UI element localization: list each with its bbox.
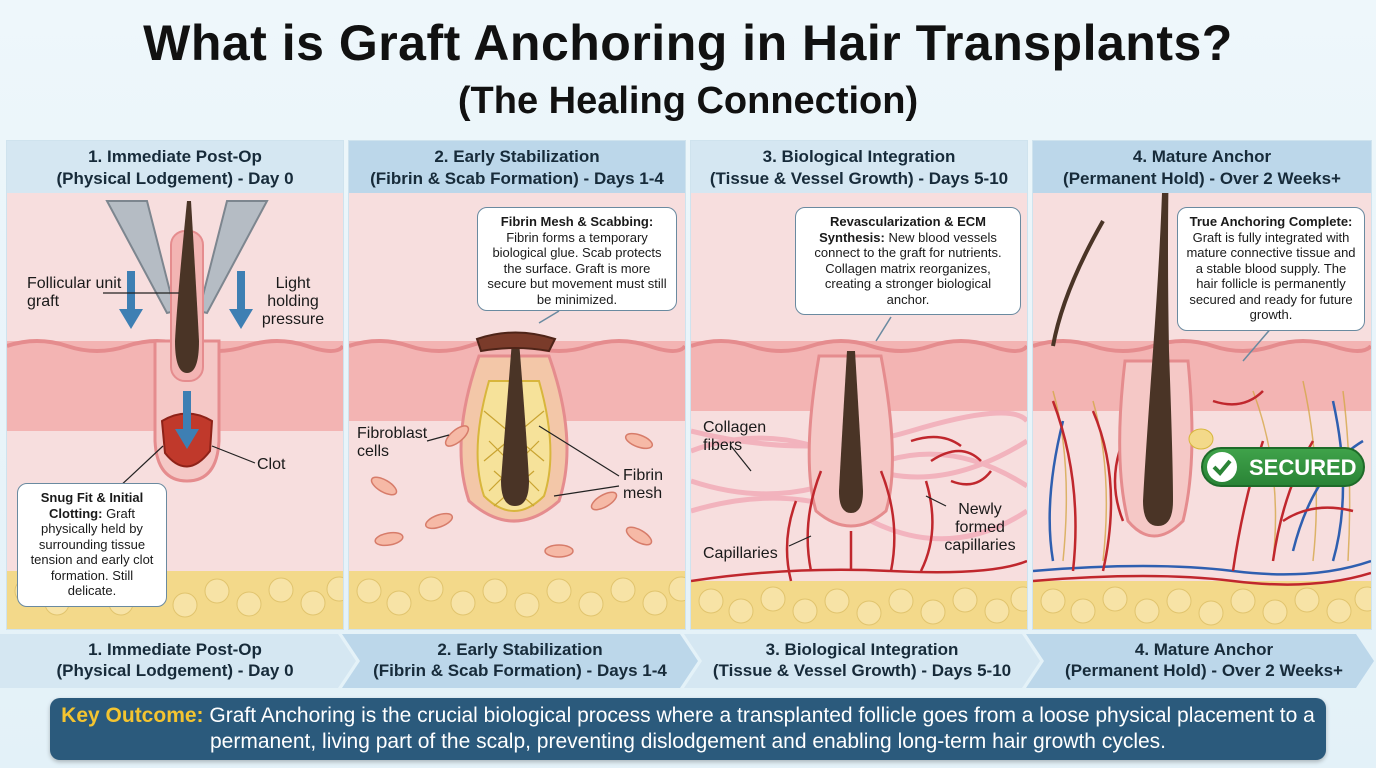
label-fibroblast-cells: Fibroblast cells	[357, 425, 428, 460]
label-newly-formed-capillaries: Newly formed capillaries	[944, 501, 1016, 554]
panel-4-illustration	[1033, 161, 1371, 629]
step-4-line1: 4. Mature Anchor	[1134, 640, 1274, 659]
label-collagen-fibers: Collagen fibers	[703, 419, 767, 454]
panel-1-header-line2: (Physical Lodgement) - Day 0	[56, 169, 294, 188]
step-1-line1: 1. Immediate Post-Op	[88, 640, 262, 659]
panel-2-header-line1: 2. Early Stabilization	[434, 147, 600, 166]
secured-badge-label: SECURED	[1249, 455, 1357, 480]
step-1: 1. Immediate Post-Op (Physical Lodgement…	[0, 634, 350, 688]
check-icon	[1207, 452, 1237, 482]
callout-3-text: New blood vessels connect to the graft f…	[814, 229, 1002, 307]
panel-4-header-line2: (Permanent Hold) - Over 2 Weeks+	[1063, 169, 1341, 188]
step-4-line2: (Permanent Hold) - Over 2 Weeks+	[1065, 661, 1343, 680]
step-4: 4. Mature Anchor (Permanent Hold) - Over…	[1034, 634, 1374, 688]
key-outcome-label: Key Outcome:	[61, 704, 204, 727]
key-outcome-text: Graft Anchoring is the crucial biologica…	[209, 704, 1315, 753]
callout-revascularization: Revascularization & ECM Synthesis: New b…	[795, 207, 1021, 315]
panel-3-header-line1: 3. Biological Integration	[762, 147, 956, 166]
label-follicular-graft: Follicular unit graft	[27, 275, 122, 310]
label-capillaries: Capillaries	[703, 545, 778, 562]
panel-3-illustration	[691, 316, 1027, 629]
panel-3-header: 3. Biological Integration (Tissue & Vess…	[691, 141, 1027, 193]
step-arrows	[0, 634, 1374, 688]
label-fibrin-mesh: Fibrin mesh	[623, 467, 664, 502]
callout-1-text: Graft physically held by surrounding tis…	[30, 505, 154, 599]
step-2-line1: 2. Early Stabilization	[437, 640, 603, 659]
panel-1-header-line1: 1. Immediate Post-Op	[88, 147, 262, 166]
panel-early-stabilization: 2. Early Stabilization (Fibrin & Scab Fo…	[348, 140, 686, 630]
key-outcome-box: Key Outcome: Graft Anchoring is the cruc…	[50, 698, 1326, 760]
callout-snug-fit: Snug Fit & Initial Clotting: Graft physi…	[17, 483, 167, 607]
panel-4-header: 4. Mature Anchor (Permanent Hold) - Over…	[1033, 141, 1371, 193]
callout-4-title: True Anchoring Complete:	[1189, 214, 1353, 229]
callout-true-anchoring: True Anchoring Complete: Graft is fully …	[1177, 207, 1365, 331]
page-title: What is Graft Anchoring in Hair Transpla…	[143, 15, 1233, 71]
callout-1-title: Snug Fit & Initial Clotting:	[40, 490, 144, 521]
callout-2-text: Fibrin forms a temporary biological glue…	[487, 229, 667, 307]
panel-2-illustration	[349, 310, 685, 629]
label-clot: Clot	[257, 456, 286, 473]
mature-follicle	[1143, 161, 1173, 526]
panel-2-header-line2: (Fibrin & Scab Formation) - Days 1-4	[370, 169, 664, 188]
capillaries-shape	[691, 435, 1027, 583]
step-2: 2. Early Stabilization (Fibrin & Scab Fo…	[350, 634, 690, 688]
step-3: 3. Biological Integration (Tissue & Vess…	[692, 634, 1032, 688]
callout-4-text: Graft is fully integrated with mature co…	[1186, 229, 1356, 323]
graft-follicle	[175, 201, 199, 373]
label-holding-pressure: Light holding pressure	[261, 275, 325, 328]
panel-biological-integration: 3. Biological Integration (Tissue & Vess…	[690, 140, 1028, 630]
panel-4-header-line1: 4. Mature Anchor	[1132, 147, 1272, 166]
step-1-line2: (Physical Lodgement) - Day 0	[56, 661, 294, 680]
step-3-line1: 3. Biological Integration	[765, 640, 959, 659]
panel-mature-anchor: 4. Mature Anchor (Permanent Hold) - Over…	[1032, 140, 1372, 630]
scab-shape	[475, 331, 557, 353]
callout-2-title: Fibrin Mesh & Scabbing:	[500, 214, 654, 229]
panel-1-header: 1. Immediate Post-Op (Physical Lodgement…	[7, 141, 343, 193]
panel-immediate-post-op: 1. Immediate Post-Op (Physical Lodgement…	[6, 140, 344, 630]
step-2-line2: (Fibrin & Scab Formation) - Days 1-4	[373, 661, 667, 680]
page-subtitle: (The Healing Connection)	[457, 80, 919, 122]
panel-3-header-line2: (Tissue & Vessel Growth) - Days 5-10	[709, 169, 1009, 188]
step-progress-bar: 1. Immediate Post-Op (Physical Lodgement…	[0, 634, 1376, 688]
callout-fibrin-mesh: Fibrin Mesh & Scabbing: Fibrin forms a t…	[477, 207, 677, 311]
panel-2-header: 2. Early Stabilization (Fibrin & Scab Fo…	[349, 141, 685, 193]
secured-badge: SECURED	[1201, 447, 1365, 487]
callout-3-title: Revascularization & ECM Synthesis:	[819, 214, 987, 245]
step-3-line2: (Tissue & Vessel Growth) - Days 5-10	[712, 661, 1012, 680]
